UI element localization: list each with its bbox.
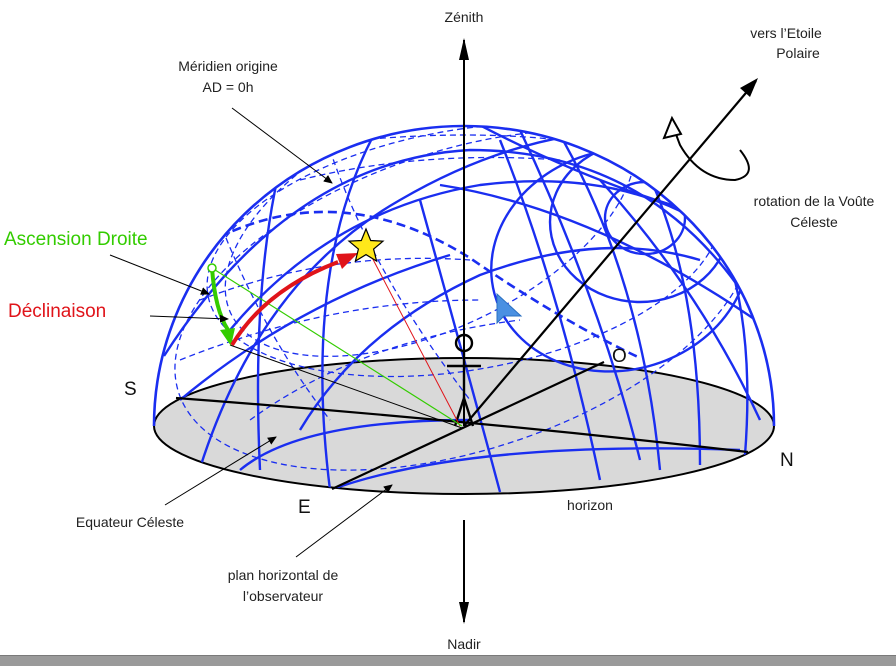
zenith-label: Zénith [445, 9, 484, 25]
plane-pointer [295, 484, 393, 558]
star-icon [347, 227, 385, 263]
declination-guide-line [229, 344, 463, 429]
ascension-arc [207, 263, 235, 346]
rotation-label-line2: Céleste [790, 214, 838, 230]
rotation-label-line1: rotation de la Voûte [754, 193, 875, 209]
plane-label-line2: l’observateur [243, 588, 323, 604]
declination-pointer [149, 314, 229, 323]
meridian-label-line1: Méridien origine [178, 58, 278, 74]
pole-label-line1: vers l’Etoile [750, 25, 822, 41]
declination-arc [230, 253, 358, 347]
equator-pointer [164, 436, 277, 506]
bottom-scrollbar[interactable] [0, 655, 896, 666]
observer-figure [447, 333, 481, 427]
ascension-guide-line [211, 267, 463, 427]
cardinal-south: S [124, 379, 137, 400]
star-line [365, 245, 461, 427]
cardinal-west: O [612, 346, 627, 367]
nadir-arrow-icon [459, 602, 469, 624]
zenith-arrow-icon [459, 38, 469, 60]
plane-label-line1: plan horizontal de [228, 567, 339, 583]
meridian-pointer [231, 107, 333, 184]
polar-axis [463, 78, 758, 427]
meridian-label-line2: AD = 0h [203, 79, 254, 95]
declination-label: Déclinaison [8, 301, 106, 322]
ascension-label: Ascension Droite [4, 229, 148, 250]
equator-label: Equateur Céleste [76, 514, 184, 530]
cardinal-north: N [780, 450, 794, 471]
pole-label-line2: Polaire [776, 45, 820, 61]
rotation-arrow [662, 115, 750, 182]
nadir-label: Nadir [447, 636, 481, 652]
ascension-pointer [109, 254, 210, 295]
cardinal-east: E [298, 497, 311, 518]
celestial-dome [162, 126, 771, 493]
horizon-label: horizon [567, 497, 613, 513]
mouse-cursor-icon [496, 292, 523, 325]
